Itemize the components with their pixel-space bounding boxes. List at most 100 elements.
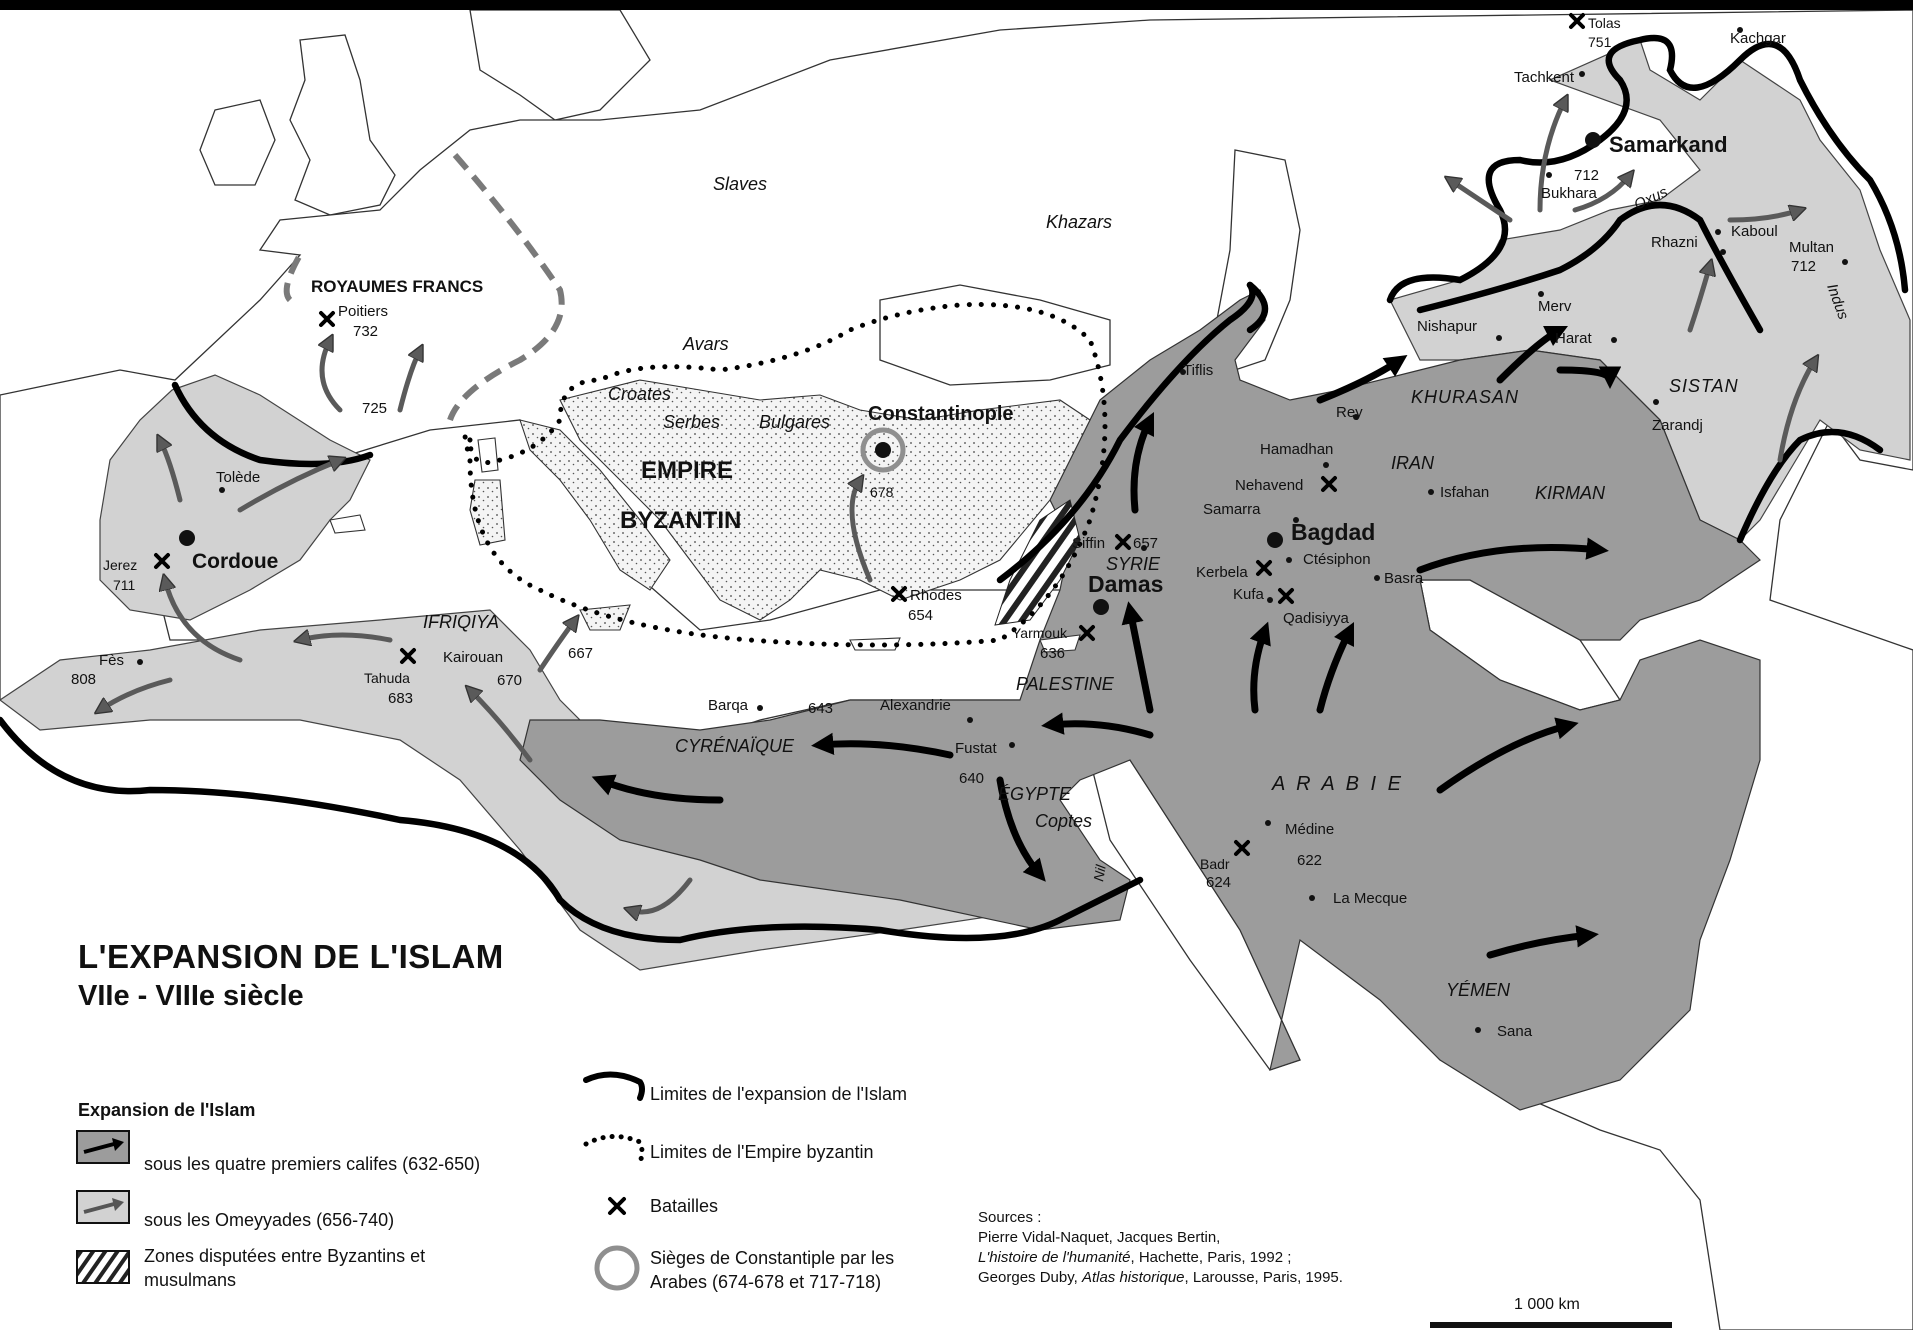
arrow-to-multan bbox=[1777, 360, 1815, 463]
legend-disputed-label: Zones disputées entre Byzantins et musul… bbox=[144, 1244, 425, 1292]
arrow-kairouan-loop bbox=[470, 690, 533, 763]
city-dots bbox=[137, 27, 1848, 1033]
cyprus-island bbox=[1039, 634, 1081, 653]
arrow-to-kashgar-east bbox=[1727, 210, 1800, 223]
cross-icon bbox=[608, 1197, 626, 1215]
label-syrie: SYRIE bbox=[1106, 554, 1161, 574]
label-kirman: KIRMAN bbox=[1535, 483, 1606, 503]
arrow-to-sistan bbox=[1556, 366, 1622, 389]
label-ctesiphon: Ctésiphon bbox=[1303, 551, 1371, 568]
label-bukhara-year: 712 bbox=[1574, 167, 1599, 184]
sources-line2: L'histoire de l'humanité, Hachette, Pari… bbox=[978, 1248, 1343, 1268]
label-egypte: ÉGYPTE bbox=[998, 784, 1072, 804]
jerez-cross bbox=[154, 553, 170, 569]
arrow-to-fes bbox=[100, 677, 173, 710]
label-jerez-year: 711 bbox=[113, 577, 136, 593]
sources-book1: L'histoire de l'humanité bbox=[978, 1249, 1131, 1266]
legend-disputed-line1: Zones disputées entre Byzantins et bbox=[144, 1246, 426, 1266]
label-poitiers: Poitiers bbox=[338, 303, 388, 320]
limit-inner bbox=[1416, 201, 1764, 334]
arrow-to-egypt bbox=[1041, 712, 1154, 739]
sicily-land bbox=[579, 604, 631, 631]
label-zarandj: Zarandj bbox=[1652, 417, 1703, 434]
arrow-sahara bbox=[630, 877, 693, 912]
label-tiflis: Tiflis bbox=[1183, 362, 1213, 379]
samarkand-dot bbox=[1585, 132, 1601, 148]
label-tolede: Tolède bbox=[216, 469, 260, 486]
label-palestine: PALESTINE bbox=[1016, 674, 1115, 694]
qadisiyya-cross bbox=[1278, 588, 1294, 604]
crete-island bbox=[849, 637, 901, 651]
label-siffin-year: 657 bbox=[1133, 535, 1158, 552]
label-la-mecque: La Mecque bbox=[1333, 890, 1407, 907]
balkans-anatolia-land bbox=[559, 379, 1091, 621]
label-fes-year: 808 bbox=[71, 671, 96, 688]
arrow-to-damas bbox=[1121, 601, 1154, 714]
label-basra: Basra bbox=[1384, 570, 1424, 587]
label-samarra: Samarra bbox=[1203, 501, 1261, 518]
label-bulgares: Bulgares bbox=[759, 412, 830, 432]
arrow-cordoue-north bbox=[160, 440, 183, 503]
arrow-poitiers-2 bbox=[397, 350, 420, 413]
label-rhodes-year: 654 bbox=[908, 607, 933, 624]
sources-line3: Georges Duby, Atlas historique, Larousse… bbox=[978, 1268, 1343, 1288]
label-yarmouk: Yarmouk bbox=[1012, 625, 1068, 641]
label-constantinople: Constantinople bbox=[868, 403, 1014, 425]
label-multan-year: 712 bbox=[1791, 258, 1816, 275]
balearic-island bbox=[329, 514, 366, 534]
dark-arrow-icon bbox=[76, 1130, 130, 1164]
label-jerez: Jerez bbox=[103, 557, 137, 573]
label-barqa: Barqa bbox=[708, 697, 749, 714]
label-tolas-year: 751 bbox=[1588, 34, 1612, 50]
label-merv: Merv bbox=[1538, 298, 1572, 315]
sources-heading: Sources : bbox=[978, 1209, 1042, 1226]
label-empire: EMPIRE bbox=[641, 457, 733, 484]
sources-line2-rest: , Hachette, Paris, 1992 ; bbox=[1130, 1249, 1292, 1266]
legend-sieges: Sièges de Constantiple par les Arabes (6… bbox=[650, 1246, 894, 1294]
tahuda-cross bbox=[400, 648, 416, 664]
arrow-to-cyrenaique bbox=[811, 732, 954, 759]
battle-crosses bbox=[154, 13, 1585, 856]
label-isfahan: Isfahan bbox=[1440, 484, 1489, 501]
label-byzantin: BYZANTIN bbox=[620, 507, 741, 534]
arrow-to-yemen bbox=[1486, 925, 1599, 959]
label-kufa: Kufa bbox=[1233, 586, 1265, 603]
label-kairouan: Kairouan bbox=[443, 649, 503, 666]
arrow-from-arabia-north bbox=[1249, 621, 1271, 714]
scale-label: 1 000 km bbox=[1514, 1296, 1580, 1313]
limit-india bbox=[1736, 428, 1884, 544]
label-nehavend: Nehavend bbox=[1235, 477, 1303, 494]
label-tahuda-year: 683 bbox=[388, 690, 413, 707]
label-tachkent: Tachkent bbox=[1514, 69, 1575, 86]
label-yarmouk-year: 636 bbox=[1040, 645, 1065, 662]
label-nishapur: Nishapur bbox=[1417, 318, 1477, 335]
label-rhodes: Rhodes bbox=[910, 587, 962, 604]
dotted-line-icon bbox=[583, 1134, 645, 1165]
expansion-map: Samarkand Bagdad Damas Cordoue Constanti… bbox=[0, 10, 1913, 1330]
map-labels: Samarkand Bagdad Damas Cordoue Constanti… bbox=[71, 15, 1852, 1040]
sources-book2: Atlas historique bbox=[1081, 1269, 1185, 1286]
label-725: 725 bbox=[362, 400, 387, 417]
label-rhazni: Rhazni bbox=[1651, 234, 1698, 251]
label-barqa-year: 643 bbox=[808, 700, 833, 717]
label-khazars: Khazars bbox=[1046, 212, 1112, 232]
legend-early-label: sous les quatre premiers califes (632-65… bbox=[144, 1154, 481, 1174]
rhodes-cross bbox=[891, 586, 907, 602]
label-alexandrie: Alexandrie bbox=[880, 697, 951, 714]
siege-ring-icon bbox=[594, 1245, 640, 1291]
sources-line3-rest: , Larousse, Paris, 1995. bbox=[1184, 1269, 1343, 1286]
legend-battles: Batailles bbox=[650, 1196, 719, 1216]
britain-land bbox=[289, 34, 396, 216]
label-medine: Médine bbox=[1285, 821, 1334, 838]
arrow-to-tachkent bbox=[1537, 100, 1565, 213]
label-avars: Avars bbox=[682, 334, 729, 354]
tolas-cross bbox=[1569, 13, 1585, 29]
label-poitiers-year: 732 bbox=[353, 323, 378, 340]
scandinavia-land bbox=[469, 10, 651, 121]
yarmouk-cross bbox=[1079, 625, 1095, 641]
label-khurasan: KHURASAN bbox=[1411, 387, 1519, 407]
kerbela-cross bbox=[1256, 560, 1272, 576]
legend-omeyyade-label: sous les Omeyyades (656-740) bbox=[144, 1210, 395, 1230]
label-damas: Damas bbox=[1088, 571, 1163, 597]
arrow-up-nile bbox=[996, 776, 1046, 882]
